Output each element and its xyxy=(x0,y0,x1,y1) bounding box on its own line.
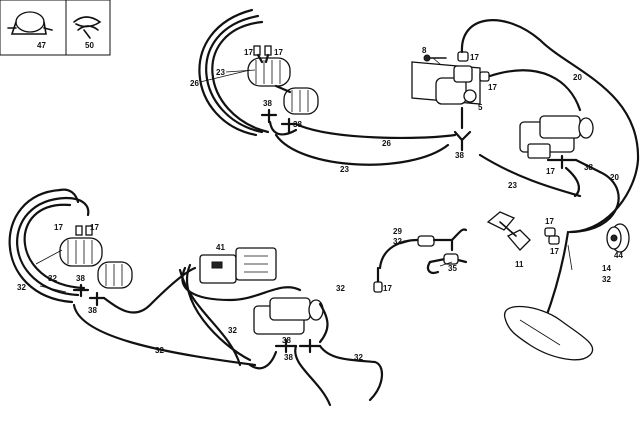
label-23: 23 xyxy=(216,68,225,77)
label-23: 23 xyxy=(340,165,349,174)
y-connector-38-icon xyxy=(453,130,472,152)
t-connector-38-icon xyxy=(72,283,90,298)
switchover-valve-right xyxy=(519,115,602,198)
label-17: 17 xyxy=(546,167,555,176)
hose-plug-17-icon xyxy=(457,51,469,62)
callout-labels: 47 50 17 17 26 23 38 38 8 17 17 5 20 26 … xyxy=(17,41,623,362)
vacuum-actuator-lower-icon xyxy=(59,237,133,289)
hose-20 xyxy=(460,19,640,234)
label-35: 35 xyxy=(448,264,457,273)
label-20: 20 xyxy=(610,173,619,182)
label-17: 17 xyxy=(545,217,554,226)
label-17: 17 xyxy=(90,223,99,232)
label-20: 20 xyxy=(573,73,582,82)
lower-vacuum-unit xyxy=(8,188,257,367)
t-connector-38-icon xyxy=(274,338,298,354)
vacuum-tank-icon xyxy=(504,305,594,361)
upper-vacuum-unit xyxy=(198,8,457,166)
switchover-valve-lower xyxy=(248,297,383,407)
label-44: 44 xyxy=(614,251,623,260)
label-26: 26 xyxy=(382,139,391,148)
t-connector-38-icon xyxy=(260,108,278,124)
hose-clip-50-icon xyxy=(73,16,102,39)
label-17: 17 xyxy=(274,48,283,57)
hose-plug-17-icon xyxy=(253,45,261,56)
label-38: 38 xyxy=(282,336,291,345)
label-47: 47 xyxy=(37,41,46,50)
label-32: 32 xyxy=(336,284,345,293)
t-connector-38-icon xyxy=(280,117,298,134)
label-38: 38 xyxy=(88,306,97,315)
label-32: 32 xyxy=(17,283,26,292)
label-5: 5 xyxy=(478,103,483,112)
screw-8-icon xyxy=(423,54,447,62)
label-17: 17 xyxy=(550,247,559,256)
inset-box-50 xyxy=(65,0,111,56)
hose-plug-17-icon xyxy=(479,71,490,82)
hose-23 xyxy=(478,153,582,198)
label-32: 32 xyxy=(48,274,57,283)
switchover-valve-41 xyxy=(178,247,302,367)
t-connector-38-icon xyxy=(546,154,578,170)
label-32: 32 xyxy=(155,346,164,355)
label-32: 32 xyxy=(602,275,611,284)
label-17: 17 xyxy=(244,48,253,57)
label-38: 38 xyxy=(455,151,464,160)
t-connector-38-icon xyxy=(88,291,106,307)
hose-plug-17-icon xyxy=(373,281,383,293)
label-8: 8 xyxy=(422,46,427,55)
label-32: 32 xyxy=(228,326,237,335)
label-38: 38 xyxy=(263,99,272,108)
switchover-valve-5 xyxy=(411,51,490,130)
hose-plug-17-icon xyxy=(75,225,83,236)
label-26: 26 xyxy=(190,79,199,88)
label-17: 17 xyxy=(383,284,392,293)
label-50: 50 xyxy=(85,41,94,50)
hose-plug-17-icon xyxy=(85,225,93,236)
t-connector-38-icon xyxy=(298,338,322,354)
label-38: 38 xyxy=(293,120,302,129)
check-valve-17-icon xyxy=(544,227,556,237)
hose-20b xyxy=(488,69,582,112)
label-17: 17 xyxy=(470,53,479,62)
label-14: 14 xyxy=(602,264,611,273)
hose-connector-35 xyxy=(373,228,468,293)
vacuum-actuator-23-icon xyxy=(247,57,319,115)
inset-boxes xyxy=(0,0,111,56)
vacuum-reservoir-44-icon xyxy=(606,223,630,253)
check-valve-11-icon xyxy=(486,211,531,251)
label-38: 38 xyxy=(76,274,85,283)
check-valve-17-icon xyxy=(548,235,560,245)
label-32: 32 xyxy=(393,237,402,246)
hose-20c xyxy=(568,170,620,234)
label-23: 23 xyxy=(508,181,517,190)
hose-clip-47-icon xyxy=(7,11,53,35)
label-38: 38 xyxy=(584,163,593,172)
label-32: 32 xyxy=(354,353,363,362)
label-41: 41 xyxy=(216,243,225,252)
label-17: 17 xyxy=(488,83,497,92)
label-38: 38 xyxy=(284,353,293,362)
label-17: 17 xyxy=(54,223,63,232)
leader-lines xyxy=(35,69,573,293)
hose-plug-17-icon xyxy=(264,45,272,56)
label-11: 11 xyxy=(515,260,524,269)
label-29: 29 xyxy=(393,227,402,236)
